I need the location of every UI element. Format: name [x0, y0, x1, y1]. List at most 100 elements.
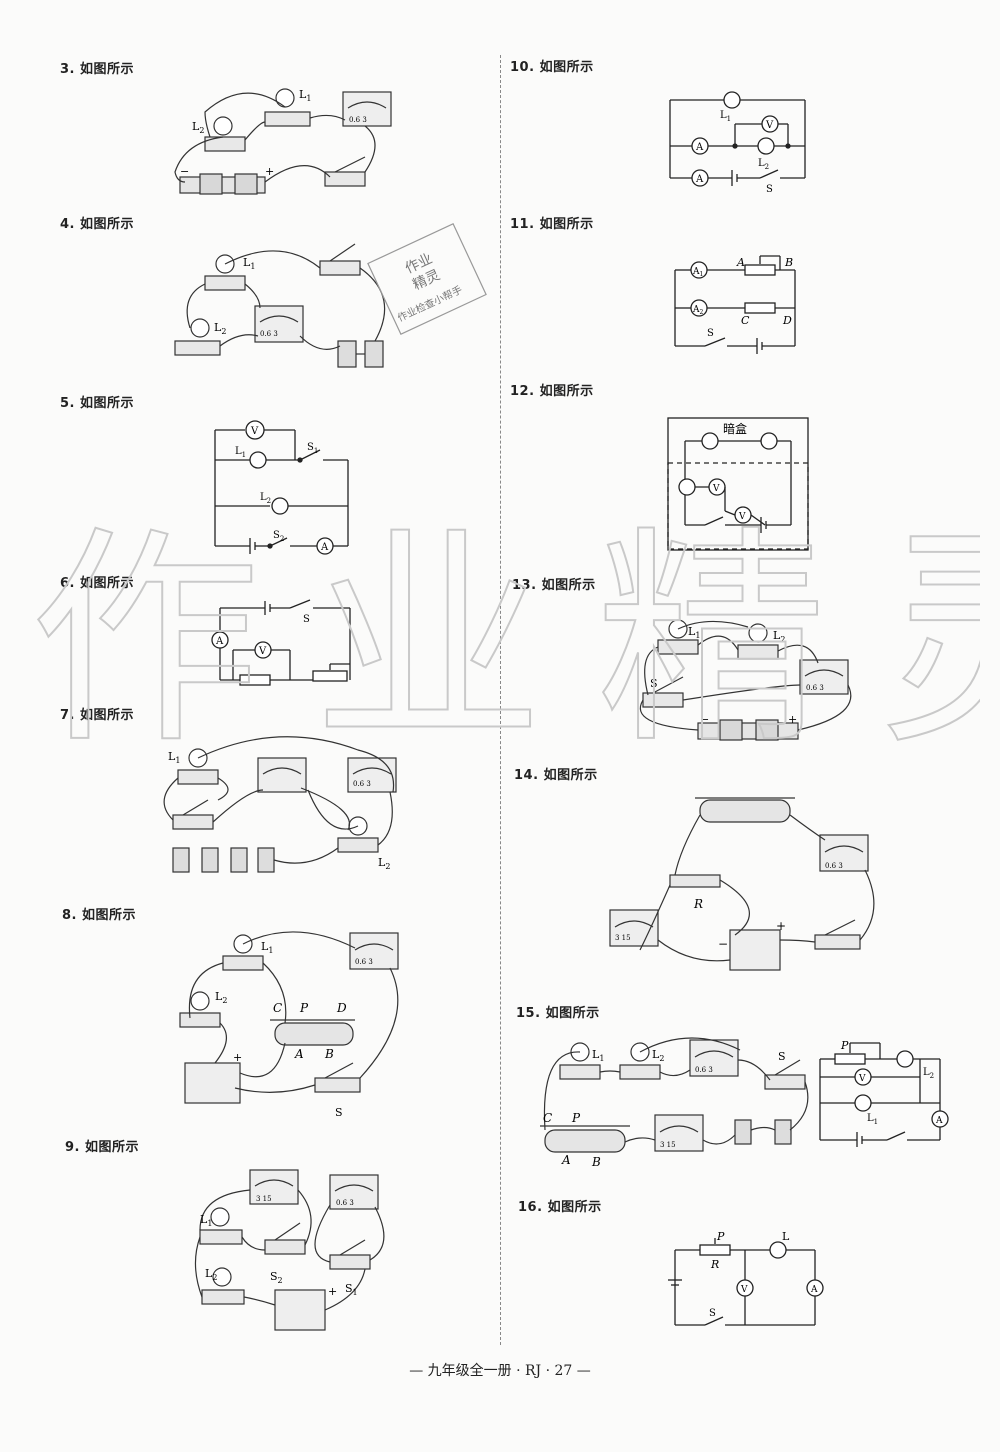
q3-plus: +	[265, 165, 274, 178]
q9-s2-label: S2	[270, 1270, 283, 1285]
q5-circuit-diagram: V A L1 L2 S1 S2	[214, 420, 349, 555]
q4-wiring-figure: L1 L2 0.6 3	[174, 243, 386, 368]
q13-s-label: S	[650, 677, 658, 690]
q13-plus: +	[788, 713, 797, 726]
q9-l2-label: L2	[205, 1267, 217, 1282]
question-4-label: 4. 如图所示	[60, 217, 135, 232]
question-10-label: 10. 如图所示	[510, 60, 594, 75]
q7-wiring-figure: L1 L2 0.6 3	[163, 736, 397, 873]
q16-r-label: R	[710, 1258, 719, 1271]
q15-diagram-ammeter: A	[935, 1116, 943, 1126]
q14-meter-scale-v: 3 15	[615, 934, 631, 942]
q4-l1-label: L1	[243, 256, 255, 271]
q15-c-label: C	[543, 1111, 552, 1125]
q4-l2-label: L2	[214, 321, 226, 336]
question-3-label: 3. 如图所示	[60, 62, 135, 77]
q6-voltmeter: V	[258, 646, 267, 657]
q14-plus: +	[776, 919, 786, 933]
q10-ammeter-2: A	[695, 174, 704, 185]
q6-circuit-diagram: A V S	[211, 599, 351, 686]
q8-p-label: P	[299, 1001, 309, 1015]
question-7-label: 7. 如图所示	[60, 708, 135, 723]
q10-l1-label: L1	[720, 110, 731, 123]
q15-meter-scale-v: 3 15	[660, 1141, 676, 1149]
q7-meter-scale: 0.6 3	[353, 780, 371, 788]
q11-d-label: D	[782, 314, 792, 327]
question-5-label: 5. 如图所示	[60, 396, 135, 411]
q5-s1-label: S1	[307, 442, 318, 455]
q15-l1-label: L1	[592, 1048, 604, 1063]
q8-wiring-figure: L1 L2 0.6 3 C P D A B S +	[179, 931, 399, 1118]
q5-ammeter: A	[320, 542, 329, 553]
stamp-watermark: 作业 精灵 作业检查小帮手	[367, 222, 487, 336]
q15-wiring-figure: L1 L2 S 0.6 3 3 15 C P A B	[540, 1037, 809, 1169]
q9-wiring-figure: L1 L2 S2 S1 3 15 0.6 3 +	[194, 1169, 385, 1331]
q3-wiring-figure: L2 L1 0.6 3 − +	[174, 88, 392, 195]
big-watermark: 作 业 精 灵	[29, 507, 980, 760]
q8-a-label: A	[294, 1047, 304, 1061]
q15-diagram-p: P	[840, 1039, 849, 1052]
question-14-label: 14. 如图所示	[514, 768, 598, 783]
q15-diagram-l2: L2	[923, 1067, 934, 1080]
q13-minus: −	[700, 713, 709, 726]
q4-meter-scale: 0.6 3	[260, 330, 278, 338]
q11-a-label: A	[736, 256, 745, 269]
q10-circuit-diagram: A A V L1 L2 S	[669, 91, 806, 195]
q9-meter-scale-v: 3 15	[256, 1195, 272, 1203]
q6-switch-label: S	[303, 614, 310, 625]
q11-b-label: B	[784, 256, 793, 269]
q15-b-label: B	[591, 1155, 601, 1169]
q5-voltmeter: V	[250, 426, 259, 437]
q14-wiring-figure: R 3 15 0.6 3 − +	[609, 797, 875, 971]
q3-l2-label: L2	[192, 120, 204, 135]
q5-s2-label: S2	[273, 530, 284, 543]
q10-voltmeter: V	[765, 120, 774, 131]
question-13-label: 13. 如图所示	[512, 578, 596, 593]
q9-s1-label: S1	[345, 1282, 358, 1297]
q13-wiring-figure: L1 L2 S 0.6 3 − +	[639, 619, 852, 741]
question-9-label: 9. 如图所示	[65, 1140, 140, 1155]
q12-voltmeter-1: V	[712, 484, 720, 494]
q13-meter-scale: 0.6 3	[806, 684, 824, 692]
q11-a2: A2	[692, 305, 704, 316]
q12-voltmeter-2: V	[738, 512, 746, 522]
q8-c-label: C	[273, 1001, 282, 1015]
q12-black-box-title: 暗盒	[723, 421, 747, 436]
q15-meter-scale: 0.6 3	[695, 1066, 713, 1074]
question-15-label: 15. 如图所示	[516, 1006, 600, 1021]
q6-ammeter: A	[215, 636, 224, 647]
q11-circuit-diagram: A1 A2 A B C D S	[674, 255, 796, 354]
q16-p-label: P	[716, 1230, 725, 1243]
q15-a-label: A	[561, 1153, 571, 1167]
question-8-label: 8. 如图所示	[62, 908, 137, 923]
q16-l-label: L	[782, 1230, 790, 1243]
q16-switch-label: S	[709, 1308, 716, 1319]
svg-text:作业检查小帮手: 作业检查小帮手	[395, 283, 464, 324]
question-12-label: 12. 如图所示	[510, 384, 594, 399]
question-16-label: 16. 如图所示	[518, 1200, 602, 1215]
q11-switch-label: S	[707, 328, 714, 339]
question-11-label: 11. 如图所示	[510, 217, 594, 232]
q13-l2-label: L2	[773, 629, 785, 644]
column-divider	[500, 55, 501, 1345]
q3-l1-label: L1	[299, 88, 311, 103]
q8-plus: +	[233, 1051, 242, 1064]
q3-meter-scale: 0.6 3	[349, 116, 367, 124]
q8-l1-label: L1	[261, 940, 273, 955]
svg-text:作 业 精 灵: 作 业 精 灵	[30, 508, 980, 760]
q9-meter-scale: 0.6 3	[336, 1199, 354, 1207]
q8-s-label: S	[335, 1106, 343, 1118]
q10-switch-label: S	[766, 184, 773, 195]
q14-meter-scale: 0.6 3	[825, 862, 843, 870]
q15-p-label: P	[571, 1111, 581, 1125]
q11-a1: A1	[692, 267, 703, 278]
q12-black-box-diagram: 暗盒 V V	[667, 417, 809, 551]
q3-minus: −	[180, 165, 189, 178]
q8-meter-scale: 0.6 3	[355, 958, 373, 966]
q10-ammeter-1: A	[695, 142, 704, 153]
q15-l2-label: L2	[652, 1048, 664, 1063]
q7-l2-label: L2	[378, 856, 390, 871]
q16-circuit-diagram: P R L V A S	[668, 1230, 824, 1326]
q9-plus: +	[328, 1285, 337, 1298]
q8-l2-label: L2	[215, 990, 227, 1005]
